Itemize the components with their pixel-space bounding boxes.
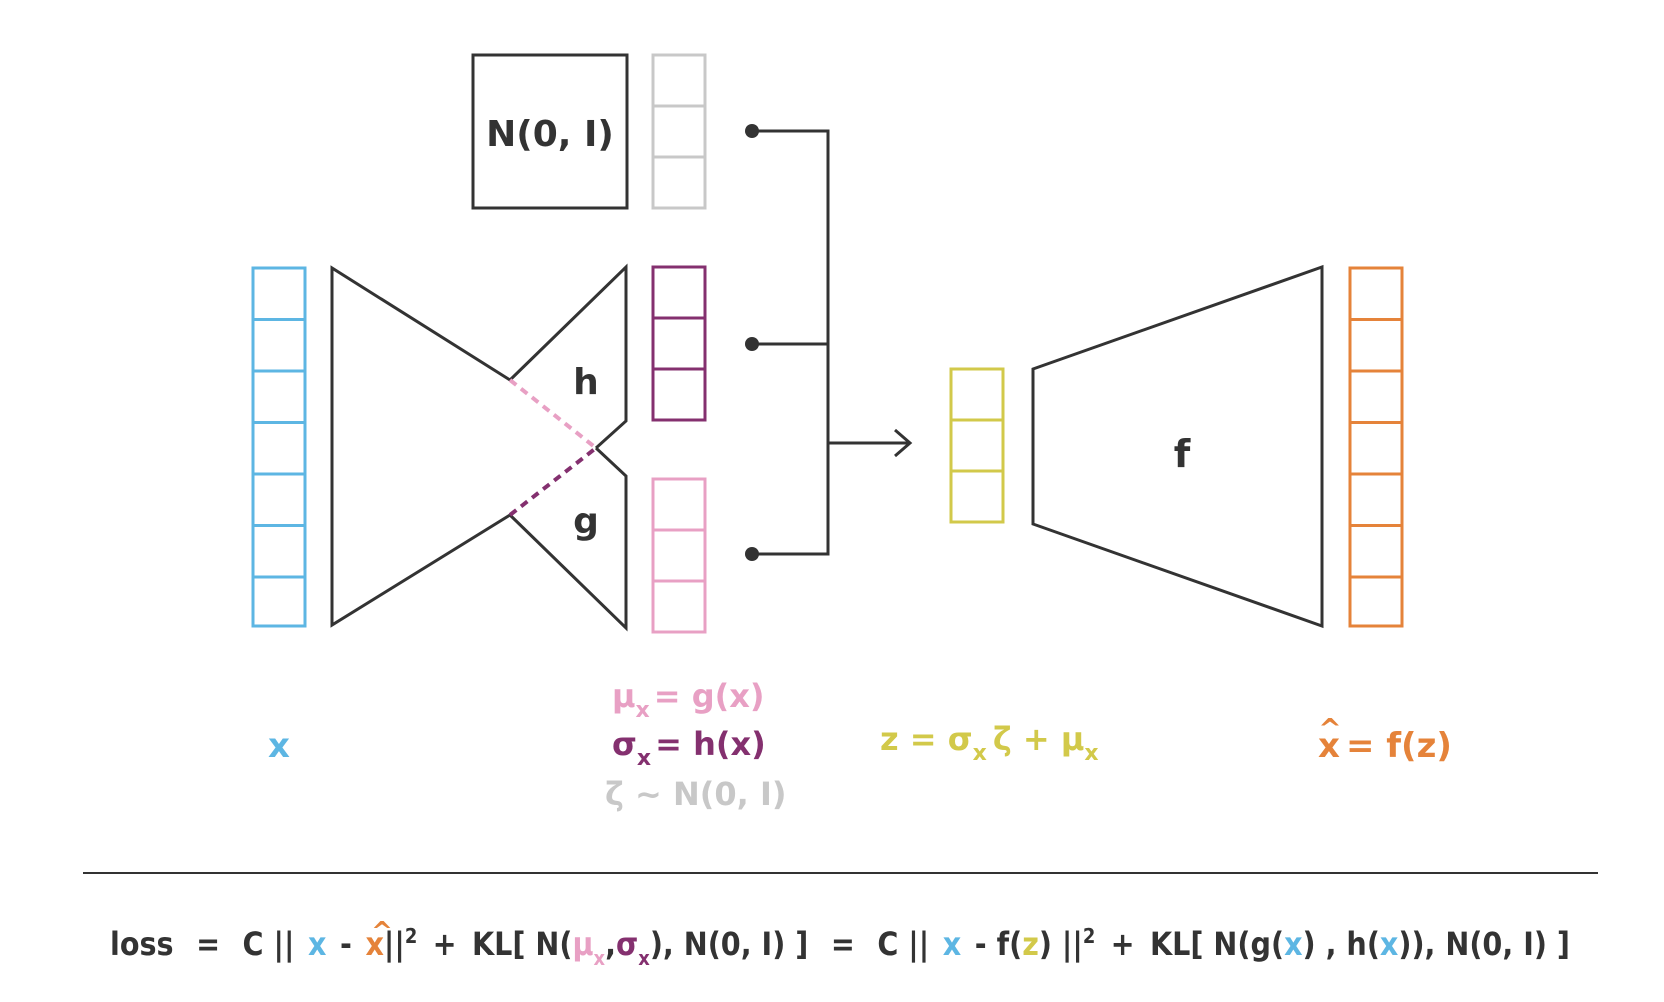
dot-sigma [745, 337, 759, 351]
encoder-branch-h [508, 263, 628, 450]
xhat-hat-loss: ^ [371, 917, 393, 947]
label-f: f [1174, 432, 1191, 476]
latent-vector-z [949, 367, 1005, 524]
mu-equation: μx= g(x) [612, 677, 765, 723]
encoder-branch-g [508, 446, 628, 632]
input-vector-x [251, 266, 307, 628]
mu-vector [651, 477, 707, 634]
dot-noise [745, 124, 759, 138]
dashed-line-purple [508, 446, 598, 517]
encoder-shape [330, 265, 511, 628]
noise-vector [651, 53, 707, 210]
decoder-shape [1031, 264, 1324, 629]
dot-mu [745, 547, 759, 561]
connectors [752, 129, 913, 556]
noise-box-label: N(0, I) [486, 114, 614, 155]
dashed-line-pink [508, 378, 598, 450]
label-g: g [573, 501, 599, 542]
label-x: x [268, 726, 290, 766]
xhat-equation: x= f(z) [1318, 726, 1452, 766]
loss-equation: loss = C || x - x||2 + KL[ N(μx,σx), N(0… [110, 913, 1570, 970]
zeta-equation: ζ ~ N(0, I) [605, 775, 787, 813]
sigma-equation: σx= h(x) [612, 725, 766, 771]
sigma-vector [651, 265, 707, 422]
label-h: h [573, 362, 599, 403]
xhat-hat: ^ [1318, 712, 1341, 745]
output-vector-xhat [1348, 266, 1404, 628]
noise-box [471, 53, 629, 210]
